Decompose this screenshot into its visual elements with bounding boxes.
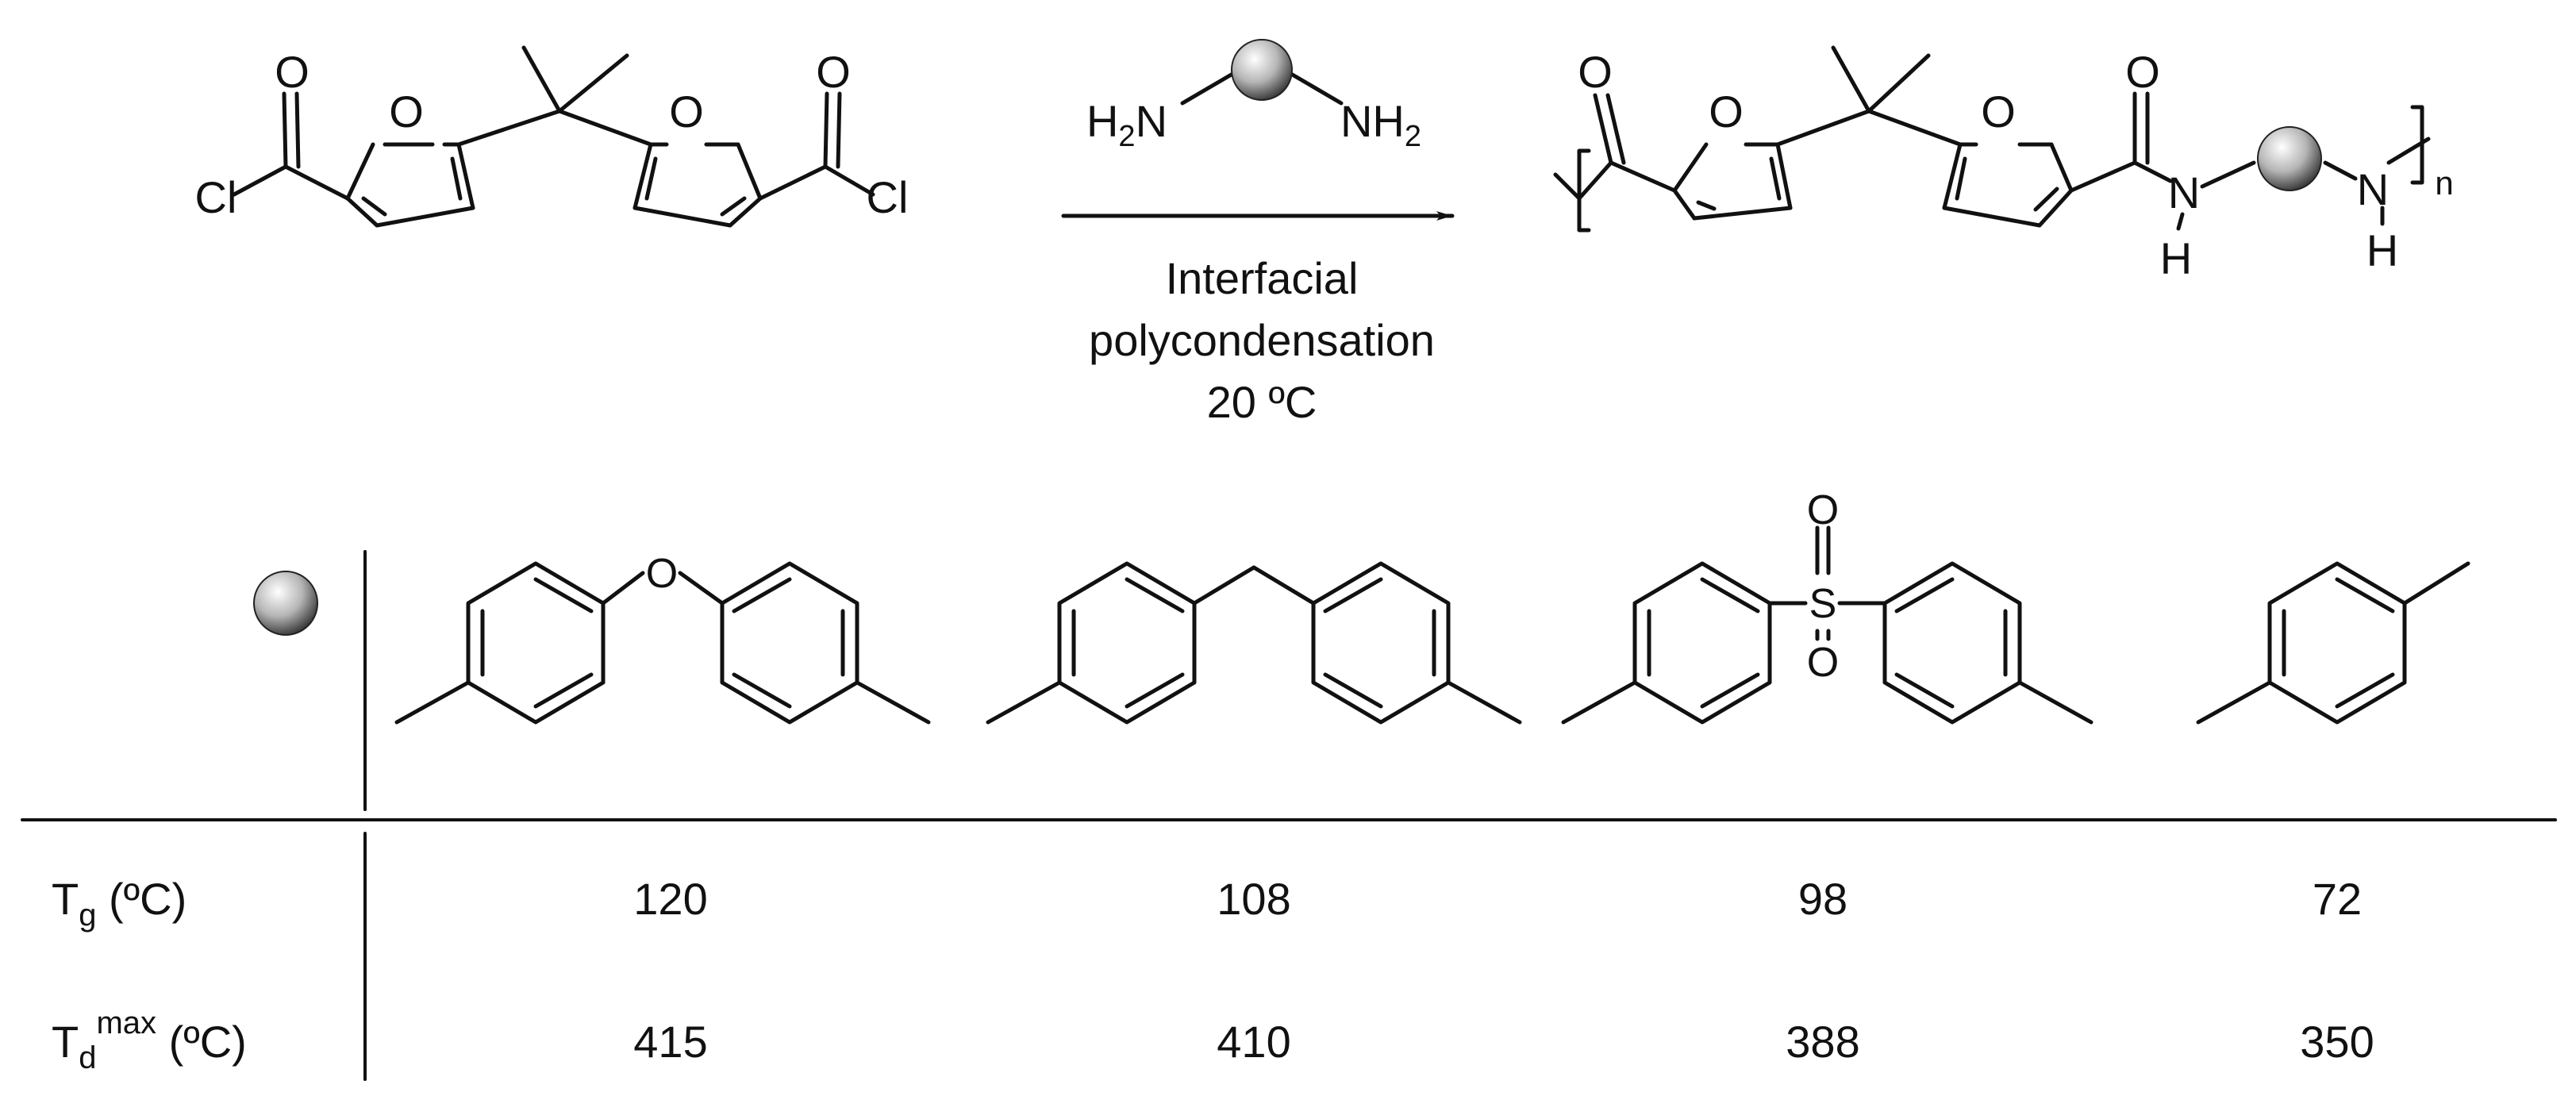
sulfonyl-oxo-bottom: O xyxy=(1807,640,1839,686)
product-polymer xyxy=(1553,45,2431,233)
product-ring-o-1: O xyxy=(1709,87,1744,137)
conditions-line-2: polycondensation xyxy=(1089,315,1435,365)
diamine-nh2-label: NH2 xyxy=(1340,96,1421,153)
sulfonyl-oxo-top: O xyxy=(1807,487,1839,533)
structure-methylenediphenylene xyxy=(986,561,1522,725)
row-label-tdmax: Tdmax (ºC) xyxy=(52,1006,247,1075)
structure-sulfonyldiphenylene xyxy=(1561,525,2093,725)
reactant-carbonyl-o-1: O xyxy=(275,47,310,97)
diamine-h2n-label: H2N xyxy=(1086,96,1167,153)
tdmax-value-1: 415 xyxy=(633,1017,707,1067)
structure-oxydiphenylene xyxy=(394,561,931,725)
diamine-sphere xyxy=(1231,39,1293,101)
legend-sphere xyxy=(253,571,318,636)
tg-value-3: 98 xyxy=(1798,874,1847,924)
tdmax-value-2: 410 xyxy=(1217,1017,1290,1067)
tg-value-4: 72 xyxy=(2313,874,2362,924)
tdmax-value-4: 350 xyxy=(2300,1017,2374,1067)
product-amide-n-2: N xyxy=(2357,164,2389,214)
bridge-atom-o: O xyxy=(646,551,678,597)
tg-value-1: 120 xyxy=(633,874,707,924)
reactant-ring-o-2: O xyxy=(669,87,704,137)
reactant-cl-2: Cl xyxy=(867,172,909,222)
reactant-ring-o-1: O xyxy=(389,87,424,137)
tdmax-value-3: 388 xyxy=(1786,1017,1859,1067)
product-ring-o-2: O xyxy=(1981,87,2016,137)
product-repeat-n: n xyxy=(2435,164,2453,202)
conditions-line-3: 20 ºC xyxy=(1207,377,1317,427)
diamine-reagent xyxy=(1180,71,1344,106)
product-carbonyl-o-2: O xyxy=(2125,47,2160,97)
product-amide-n-1: N xyxy=(2168,167,2200,217)
product-amide-h-2: H xyxy=(2366,225,2398,275)
reactant-molecule xyxy=(232,45,875,228)
reactant-cl-1: Cl xyxy=(195,172,237,222)
product-sphere xyxy=(2257,126,2322,191)
structure-phenylene xyxy=(2196,561,2470,725)
product-carbonyl-o-1: O xyxy=(1578,47,1613,97)
product-amide-h-1: H xyxy=(2160,233,2192,283)
reactant-carbonyl-o-2: O xyxy=(816,47,851,97)
bridge-atom-s: S xyxy=(1809,581,1837,627)
conditions-line-1: Interfacial xyxy=(1166,253,1359,303)
row-label-tg: Tg (ºC) xyxy=(52,874,186,933)
tg-value-2: 108 xyxy=(1217,874,1290,924)
